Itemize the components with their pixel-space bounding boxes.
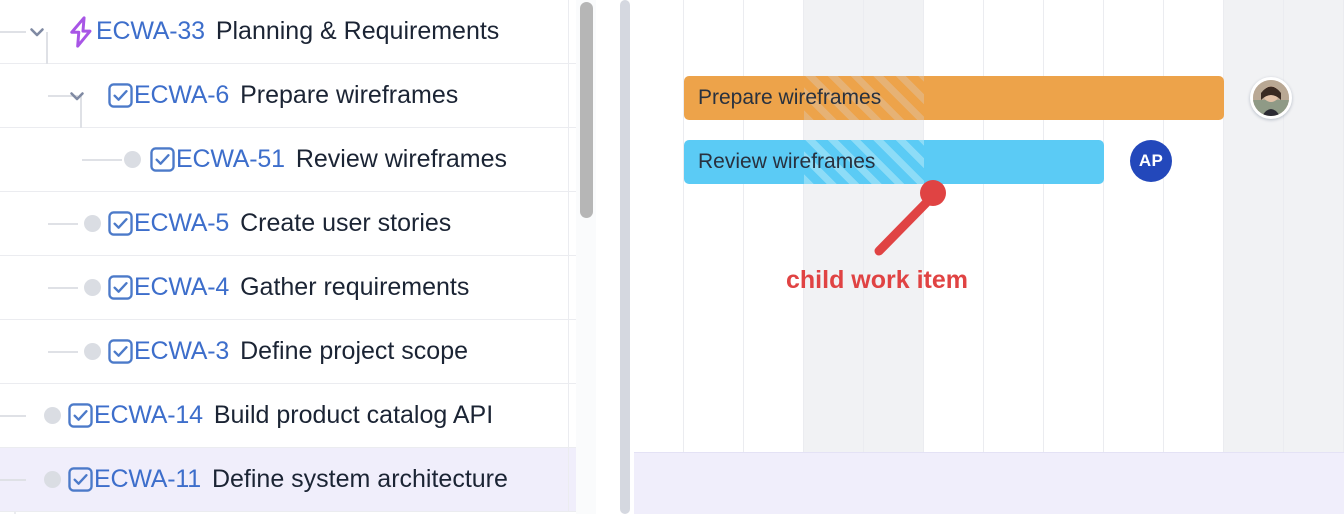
tree-connector-line	[48, 286, 78, 289]
work-item-key-link[interactable]: ECWA-14	[94, 401, 203, 429]
tree-connector-line	[48, 222, 78, 225]
epic-bolt-icon	[66, 15, 96, 48]
tree-row-content: ECWA-3 Define project scope	[0, 320, 568, 383]
task-checkbox-icon	[66, 402, 94, 429]
task-checkbox-icon	[106, 338, 134, 365]
gantt-bar[interactable]: Prepare wireframes	[684, 76, 1224, 120]
work-item-cell: ECWA-6 Prepare wireframes	[106, 64, 562, 127]
work-item-summary[interactable]: Gather requirements	[240, 273, 470, 301]
timeline-column	[1044, 0, 1104, 452]
timeline-column	[1164, 0, 1224, 452]
task-checkbox-icon	[106, 82, 134, 109]
work-item-key-link[interactable]: ECWA-6	[134, 81, 230, 109]
tree-trunk-line	[80, 96, 82, 128]
tree-row-content: ECWA-6 Prepare wireframes	[0, 64, 568, 128]
gantt-bar[interactable]: Review wireframes	[684, 140, 1104, 184]
work-item-key-link[interactable]: ECWA-4	[134, 273, 230, 301]
tree-connector-line	[0, 414, 26, 417]
timeline-column-weekend	[864, 0, 924, 452]
tree-leaf-dot-icon	[84, 343, 101, 360]
work-item-summary[interactable]: Build product catalog API	[213, 401, 494, 429]
task-checkbox-icon	[106, 210, 134, 237]
work-item-summary[interactable]: Review wireframes	[295, 145, 507, 173]
panel-resize-divider[interactable]	[596, 0, 634, 514]
work-item-summary[interactable]: Define system architecture	[211, 465, 508, 493]
work-item-key-link[interactable]: ECWA-33	[96, 17, 205, 45]
timeline-column	[1104, 0, 1164, 452]
assignee-avatar-photo[interactable]	[1250, 77, 1292, 119]
work-item-key-link[interactable]: ECWA-3	[134, 337, 230, 365]
tree-leaf-dot-icon	[84, 279, 101, 296]
tree-trunk-line	[46, 32, 48, 64]
task-checkbox-icon	[66, 466, 94, 493]
tree-connector-line	[0, 30, 26, 33]
timeline-column	[684, 0, 744, 452]
timeline-column	[634, 0, 684, 452]
timeline-column	[984, 0, 1044, 452]
tree-row[interactable]: ECWA-4 Gather requirements	[0, 256, 596, 320]
tree-row[interactable]: ECWA-5 Create user stories	[0, 192, 596, 256]
work-item-summary[interactable]: Define project scope	[240, 337, 469, 365]
timeline-column-weekend	[1224, 0, 1284, 452]
work-item-key-link[interactable]: ECWA-51	[176, 145, 285, 173]
work-item-cell: ECWA-4 Gather requirements	[106, 256, 562, 319]
chevron-down-icon[interactable]	[26, 21, 48, 43]
assignee-avatar-ap[interactable]: AP	[1130, 140, 1172, 182]
tree-row-content: ECWA-5 Create user stories	[0, 192, 568, 255]
task-checkbox-icon	[148, 146, 176, 173]
tree-connector-line	[0, 478, 26, 481]
tree-row[interactable]: ECWA-33 Planning & Requirements	[0, 0, 596, 64]
gantt-bar-weekend-hatch	[804, 140, 924, 184]
timeline-column	[744, 0, 804, 452]
chevron-down-icon[interactable]	[66, 85, 88, 107]
annotation-label: child work item	[786, 266, 968, 294]
divider-bar[interactable]	[620, 0, 630, 514]
task-checkbox-icon	[106, 274, 134, 301]
tree-vertical-scrollbar[interactable]	[576, 0, 596, 514]
timeline-column-weekend	[804, 0, 864, 452]
work-item-cell: ECWA-14 Build product catalog API	[66, 384, 562, 447]
work-item-key-link[interactable]: ECWA-5	[134, 209, 230, 237]
selected-row-band	[634, 452, 1344, 514]
work-item-cell: ECWA-51 Review wireframes	[148, 128, 562, 191]
work-item-cell: ECWA-33 Planning & Requirements	[66, 0, 562, 63]
work-item-summary[interactable]: Prepare wireframes	[240, 81, 459, 109]
tree-leaf-dot-icon	[44, 471, 61, 488]
scrollbar-thumb[interactable]	[580, 2, 593, 218]
work-item-cell: ECWA-5 Create user stories	[106, 192, 562, 255]
tree-row[interactable]: ECWA-3 Define project scope	[0, 320, 596, 384]
gantt-bar-label: Prepare wireframes	[698, 86, 882, 109]
timeline-column-weekend	[1284, 0, 1344, 452]
work-item-cell: ECWA-3 Define project scope	[106, 320, 562, 383]
tree-leaf-dot-icon	[124, 151, 141, 168]
gantt-bar-label: Review wireframes	[698, 150, 876, 173]
gantt-bar-weekend-hatch	[804, 76, 924, 120]
tree-connector-line	[82, 158, 122, 161]
work-item-summary[interactable]: Planning & Requirements	[215, 17, 500, 45]
work-item-key-link[interactable]: ECWA-11	[94, 465, 201, 493]
timeline-column	[924, 0, 984, 452]
tree-connector-line	[48, 350, 78, 353]
tree-row[interactable]: ECWA-11 Define system architecture	[0, 448, 596, 512]
tree-row-content: ECWA-33 Planning & Requirements	[0, 0, 568, 64]
tree-row-content: ECWA-11 Define system architecture	[0, 448, 568, 511]
tree-connector-line	[48, 94, 78, 97]
tree-row[interactable]: ECWA-6 Prepare wireframes	[0, 64, 596, 128]
work-item-cell: ECWA-11 Define system architecture	[66, 448, 562, 511]
tree-row-content: ECWA-51 Review wireframes	[0, 128, 568, 191]
tree-leaf-dot-icon	[44, 407, 61, 424]
tree-leaf-dot-icon	[84, 215, 101, 232]
tree-row[interactable]: ECWA-14 Build product catalog API	[0, 384, 596, 448]
work-item-summary[interactable]: Create user stories	[240, 209, 452, 237]
tree-row-content: ECWA-14 Build product catalog API	[0, 384, 568, 447]
tree-row-content: ECWA-4 Gather requirements	[0, 256, 568, 319]
tree-row[interactable]: ECWA-51 Review wireframes	[0, 128, 596, 192]
